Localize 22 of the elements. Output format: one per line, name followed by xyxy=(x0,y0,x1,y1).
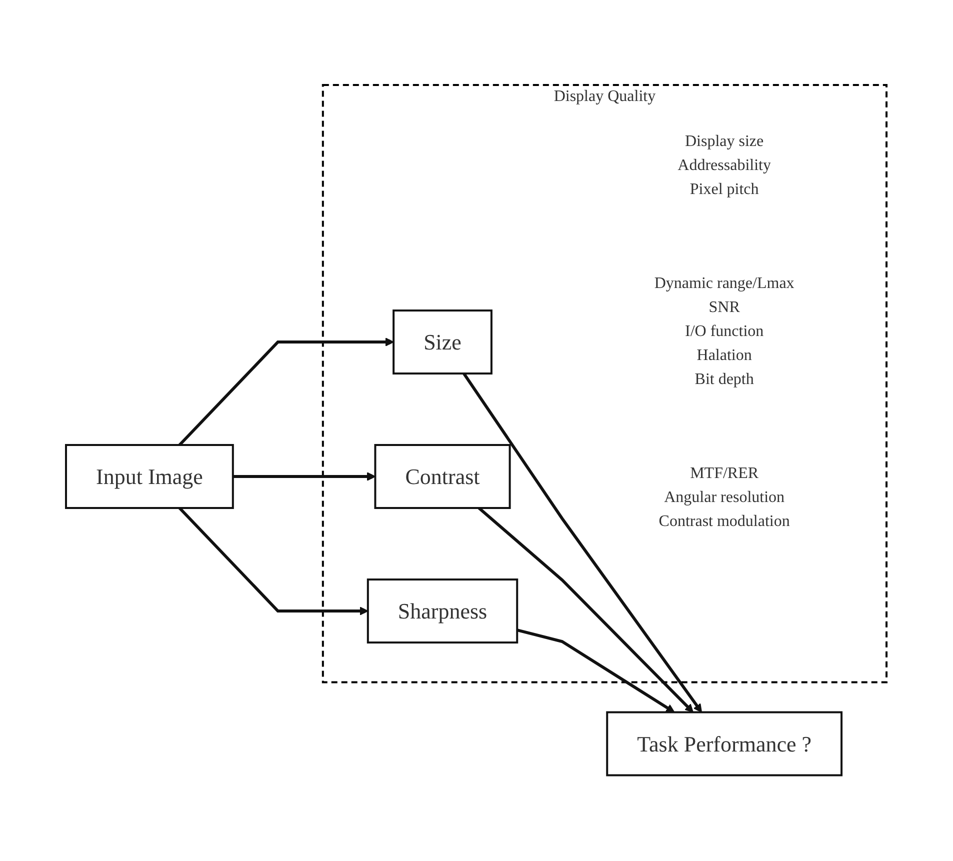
node-label: Angular resolution xyxy=(664,489,785,506)
node-box: Sharpness xyxy=(367,578,518,644)
node-box: Task Performance ? xyxy=(606,712,843,777)
node-label: Pixel pitch xyxy=(690,181,759,198)
node-label: Dynamic range/Lmax xyxy=(654,275,795,292)
node-label: SNR xyxy=(708,299,740,316)
node-label: Addressability xyxy=(678,157,772,174)
arrow xyxy=(233,472,376,482)
arrow xyxy=(178,507,369,616)
node-label: Contrast modulation xyxy=(659,513,790,530)
node-box: Size xyxy=(392,310,493,375)
arrow xyxy=(178,338,394,446)
arrow xyxy=(516,628,675,714)
node-label: Halation xyxy=(697,347,752,364)
arrow xyxy=(462,373,702,714)
node-label: Bit depth xyxy=(695,371,754,388)
node-label: Display size xyxy=(685,133,764,150)
node-label: MTF/RER xyxy=(690,465,759,482)
node-box: Input Image xyxy=(65,444,234,510)
arrow xyxy=(478,507,694,714)
node-box: Contrast xyxy=(374,444,512,510)
node-label: I/O function xyxy=(685,323,764,340)
